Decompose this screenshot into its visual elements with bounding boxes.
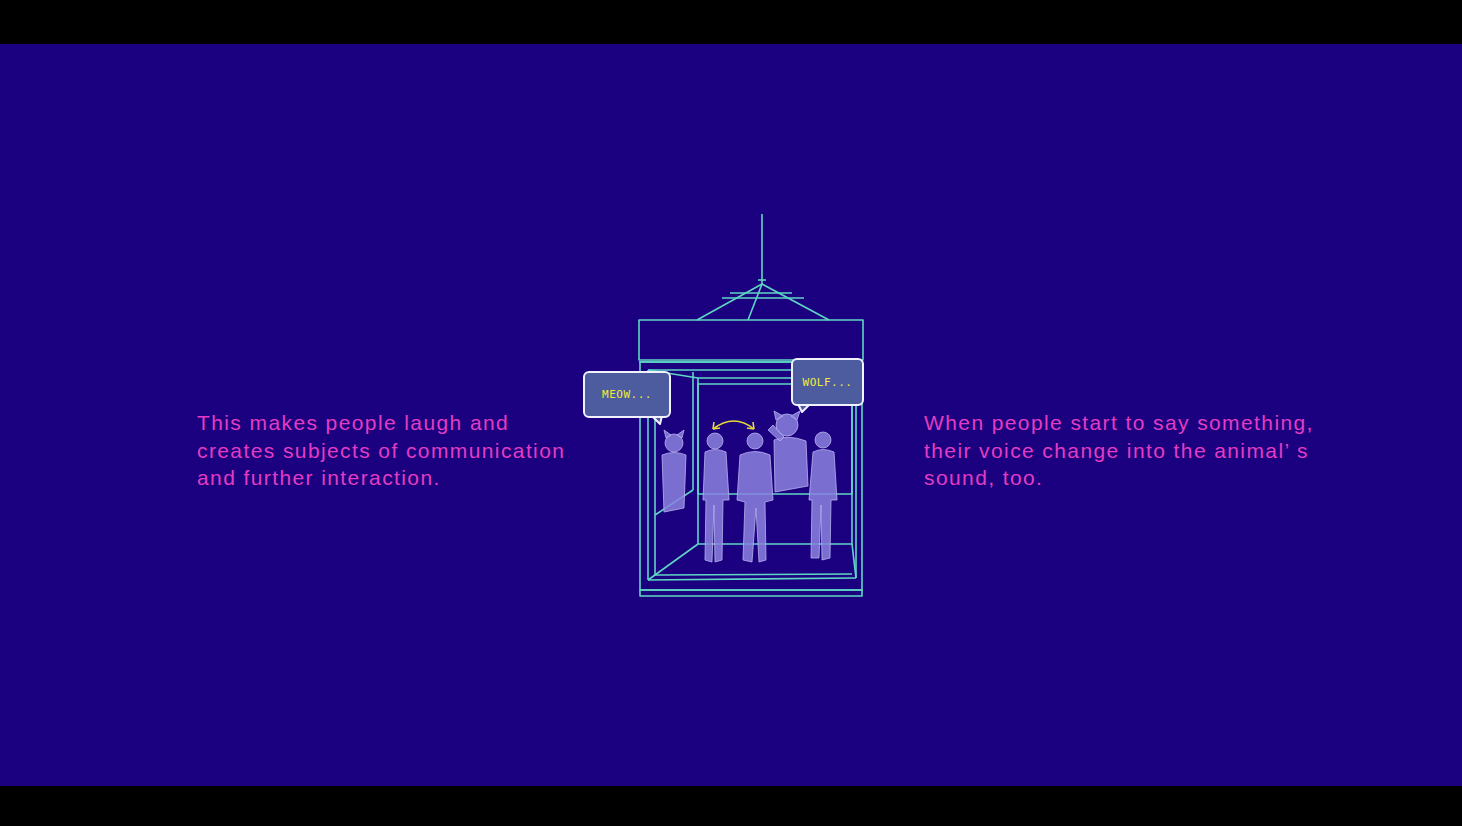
speech-bubble: WOLF... bbox=[791, 358, 864, 406]
caption-text: This makes people laugh and creates subj… bbox=[197, 409, 569, 492]
caption-text: When people start to say something, thei… bbox=[924, 409, 1334, 492]
bubble-text: WOLF... bbox=[803, 376, 853, 389]
speech-bubble: MEOW... bbox=[583, 371, 671, 418]
bubble-text: MEOW... bbox=[602, 388, 652, 401]
